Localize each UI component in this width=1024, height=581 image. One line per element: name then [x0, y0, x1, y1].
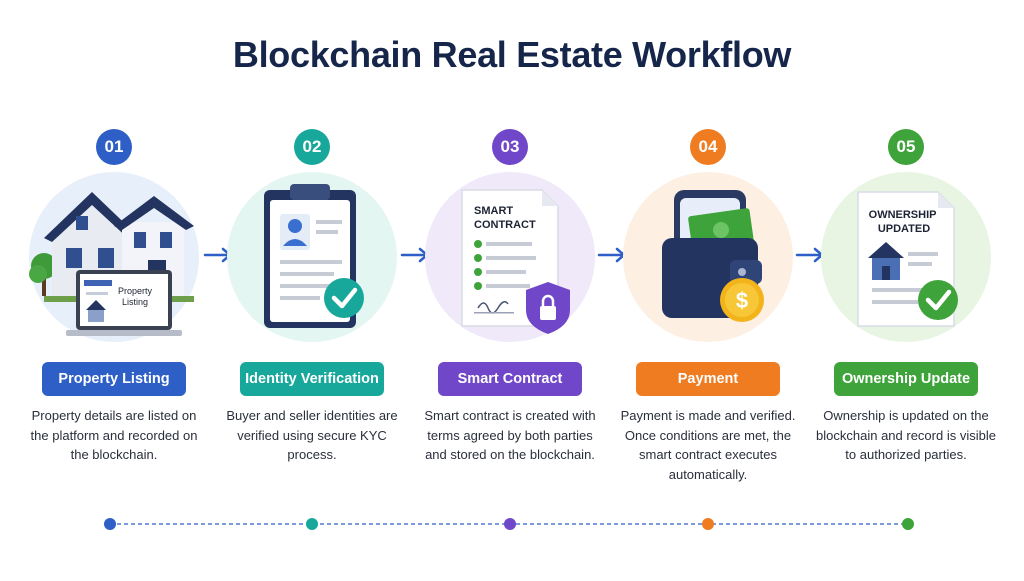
lock-icon	[526, 282, 570, 334]
step-payment: 04 $ Payment Payment is made and verifie…	[608, 0, 808, 581]
house-laptop-illustration: Property Listing	[29, 192, 194, 336]
step-number-badge: 04	[690, 129, 726, 165]
step-label: Identity Verification	[240, 362, 384, 396]
ownership-document-illustration: OWNERSHIP UPDATED	[857, 191, 958, 327]
step-identity-verification: 02 Identity Verification Buyer and selle…	[212, 0, 412, 581]
timeline-dot	[504, 518, 516, 530]
document-title-text: OWNERSHIP UPDATED	[869, 209, 940, 235]
step-number-badge: 05	[888, 129, 924, 165]
clipboard-illustration	[264, 184, 364, 328]
laptop-screen-text: Property Listing	[118, 286, 155, 307]
page-title: Blockchain Real Estate Workflow	[232, 34, 792, 75]
coin-icon: $	[720, 278, 764, 322]
timeline-dot	[306, 518, 318, 530]
checkmark-icon	[918, 280, 958, 320]
timeline-dot	[702, 518, 714, 530]
document-title-text: SMART CONTRACT	[474, 205, 536, 231]
step-property-listing: 01	[14, 0, 214, 581]
checkmark-icon	[324, 278, 364, 318]
step-label: Smart Contract	[438, 362, 582, 396]
wallet-illustration: $	[662, 190, 764, 322]
step-number-badge: 02	[294, 129, 330, 165]
tree-icon	[29, 253, 57, 296]
laptop-icon	[66, 270, 182, 336]
timeline	[104, 518, 914, 530]
timeline-dot	[104, 518, 116, 530]
step-description: Property details are listed on the platf…	[30, 408, 198, 462]
timeline-dot	[902, 518, 914, 530]
step-description: Smart contract is created with terms agr…	[424, 408, 596, 462]
contract-illustration: SMART CONTRACT	[461, 189, 570, 334]
step-label: Payment	[636, 362, 780, 396]
step-number-badge: 03	[492, 129, 528, 165]
step-description: Buyer and seller identities are verified…	[226, 408, 398, 462]
svg-text:$: $	[736, 288, 748, 313]
step-smart-contract: 03 SMART CONTRACT Smart Contract Smart c…	[410, 0, 610, 581]
step-ownership-update: 05 OWNERSHIP UPDATED Ownership Update Ow…	[806, 0, 1006, 581]
house-icon	[868, 242, 904, 280]
step-label: Property Listing	[42, 362, 186, 396]
step-number-badge: 01	[96, 129, 132, 165]
step-description: Ownership is updated on the blockchain a…	[816, 408, 996, 462]
step-label: Ownership Update	[834, 362, 978, 396]
step-description: Payment is made and verified. Once condi…	[620, 408, 796, 482]
